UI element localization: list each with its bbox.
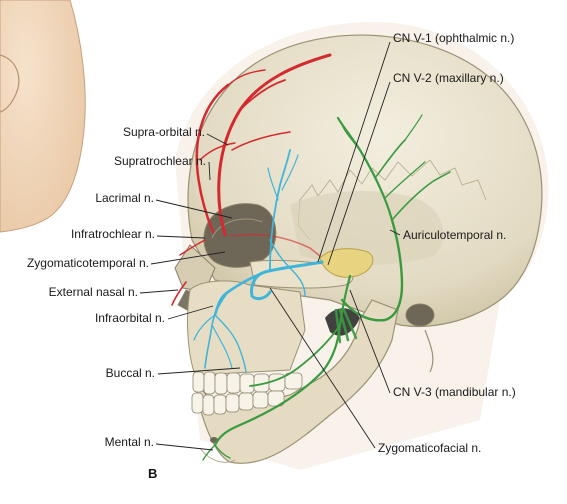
maxillary-branches: [193, 149, 324, 373]
label-infratrochlear: Infratrochlear n.: [71, 227, 155, 241]
label-mental: Mental n.: [105, 435, 154, 449]
ear-outline: [0, 54, 20, 113]
leader-lines: [139, 41, 401, 451]
label-lacrimal: Lacrimal n.: [95, 191, 154, 205]
label-supraorbital: Supra-orbital n.: [123, 125, 205, 139]
label-external-nasal: External nasal n.: [49, 285, 138, 299]
label-zygomaticotemporal: Zygomaticotemporal n.: [27, 256, 149, 270]
mandibular-branches: [202, 114, 451, 461]
trigeminal-ganglion: [319, 248, 374, 278]
label-infraorbital: Infraorbital n.: [95, 311, 165, 325]
upper-teeth: [192, 371, 303, 395]
label-buccal: Buccal n.: [106, 366, 155, 380]
label-cn-v1: CN V-1 (ophthalmic n.): [393, 31, 514, 45]
lower-teeth: [191, 390, 285, 416]
label-supratrochlear: Supratrochlear n.: [114, 154, 206, 168]
label-zygomaticofacial: Zygomaticofacial n.: [378, 441, 481, 455]
label-cn-v2: CN V-2 (maxillary n.): [393, 71, 504, 85]
ophthalmic-branches: [171, 53, 332, 306]
label-auriculotemporal: Auriculotemporal n.: [403, 228, 506, 242]
head-skin-outline: [0, 0, 86, 233]
panel-letter: B: [148, 466, 157, 481]
label-cn-v3: CN V-3 (mandibular n.): [393, 385, 516, 399]
